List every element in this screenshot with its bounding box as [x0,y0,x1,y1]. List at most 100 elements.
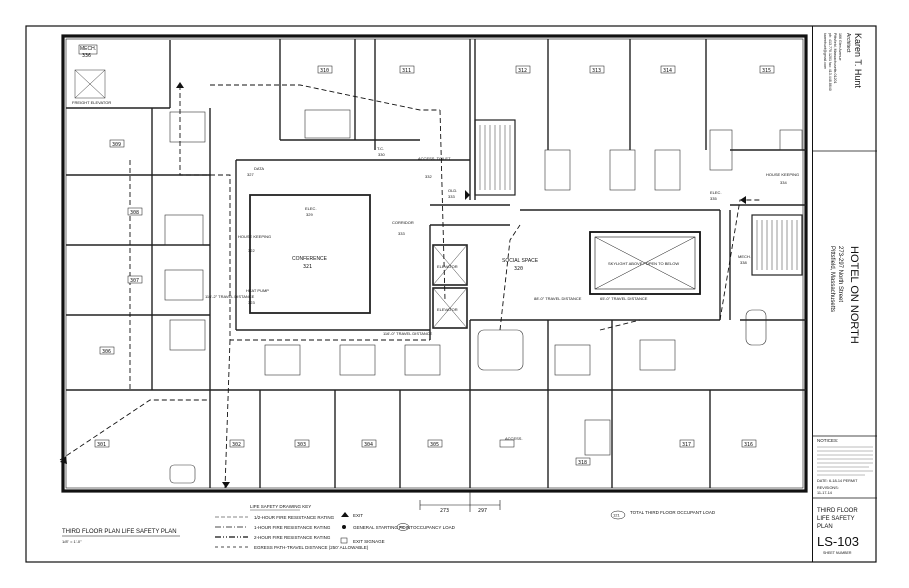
column-marks: 273 297 [440,508,487,514]
drawing-title: THIRD FLOOR PLAN LIFE SAFETY PLAN [62,529,177,535]
room-heatpump-number: 323 [248,300,255,305]
room-social-number: 320 [514,266,523,272]
legend-item-one-hour: 1-HOUR FIRE RESISTANCE RATING [254,525,331,530]
sheet-number-label: SHEET NUMBER [823,551,852,555]
column-mark-297: 297 [478,508,487,514]
sheet-border [25,25,877,563]
room-tc-label: T.C. [377,146,384,151]
room-labels: MECH. 336 FREIGHT ELEVATOR 310 311 312 3… [72,46,799,466]
room-mech-label: MECH. [80,46,96,52]
room-314-number: 314 [663,68,672,74]
room-308-number: 308 [130,210,139,216]
room-housekeeping2-label: HOUSE KEEPING [766,172,799,177]
room-elec2-label: ELEC. [710,190,722,195]
sheet-number: LS-103 [817,534,859,549]
legend-item-half-hour: 1/2-HOUR FIRE RESISTANCE RATING [254,515,335,520]
notices-text-lines [817,446,873,476]
skylight-opening [589,231,701,295]
room-old-number: 333 [448,194,455,199]
room-access-label: ACCESS. [505,436,523,441]
legend-item-exit: EXIT [353,513,363,518]
column-dimension [419,491,501,512]
legend-item-two-hour: 2-HOUR FIRE RESISTANCE RATING [254,535,331,540]
project-address: 273-297 North Street [837,246,843,302]
room-307-number: 307 [130,278,139,284]
room-housekeeping-number: 322 [248,248,255,253]
travel-distance-3: 88'-0" TRAVEL DISTANCE [534,296,582,301]
travel-distance-2: 116'-0" TRAVEL DISTANCE [383,331,433,336]
legend-heading: LIFE SAFETY DRAWING KEY [250,504,311,509]
room-corridor-number: 333 [398,231,405,236]
elevator-1-label: ELEVATOR [437,264,458,269]
room-310-number: 310 [320,68,329,74]
freight-elevator-label: FREIGHT ELEVATOR [72,100,111,105]
room-conference-label: CONFERENCE [292,256,328,262]
column-mark-273: 273 [440,508,449,514]
room-mech2-number: 338 [740,260,747,265]
legend-item-exit-signage: EXIT SIGNAGE [353,539,385,544]
room-housekeeping2-number: 334 [780,180,787,185]
legend-occupancy-tag: XX [399,525,405,530]
architect-address-1: 166 Glen Avenue [838,33,842,61]
room-old-label: OLD. [448,188,457,193]
legend-item-general-starting-point: GENERAL STARTING POINT [353,525,413,530]
total-occupancy-note: TOTAL THIRD FLOOR OCCUPANT LOAD [630,510,716,515]
room-mech2-label: MECH. [738,254,751,259]
building-outline [61,34,808,493]
travel-distance-1: 116'-2" TRAVEL DISTANCE [205,294,255,299]
room-303-number: 303 [297,442,306,448]
stair-treads [479,125,798,270]
sheet-title-line-1: THIRD FLOOR [817,508,858,514]
room-306-number: 306 [102,349,111,355]
room-304-number: 304 [364,442,373,448]
room-social-label: SOCIAL SPACE [502,258,539,264]
room-316-number: 316 [744,442,753,448]
project-city: Pittsfield, Massachusetts [829,246,835,312]
skylight-label: SKYLIGHT ABOVE / OPEN TO BELOW [608,261,679,266]
drawing-scale: 1/8" = 1'-0" [62,539,82,544]
notices-heading: NOTICES: [817,438,838,443]
room-305-number: 305 [430,442,439,448]
sheet-title-line-3: PLAN [817,524,833,530]
room-corridor-label: CORRIDOR [392,220,414,225]
room-311-number: 311 [402,68,411,74]
travel-distance-4: 65'-0" TRAVEL DISTANCE [600,296,648,301]
room-toilet-label: ACCESS. TOILET [418,156,451,161]
room-313-number: 313 [592,68,601,74]
drawing-title-block: THIRD FLOOR PLAN LIFE SAFETY PLAN 1/8" =… [62,529,180,544]
room-mech-number: 336 [82,53,91,59]
architect-name: Karen T. Hunt [853,33,863,88]
date-line: DATE: 6-18-14 PERMIT [817,479,858,483]
room-tags [78,44,775,466]
room-elec-label: ELEC. [305,206,317,211]
exit-arrows [60,82,746,488]
room-317-number: 317 [682,442,691,448]
bathroom-fixtures [164,109,803,484]
room-302-number: 302 [232,442,241,448]
room-elec-number: 329 [306,212,313,217]
room-toilet-number: 332 [425,174,432,179]
architect-address-4: karenhunt@gmail.com [823,33,827,69]
room-tc-number: 330 [378,152,385,157]
room-315-number: 315 [762,68,771,74]
elevator-2-label: ELEVATOR [437,307,458,312]
room-309-number: 309 [112,142,121,148]
revision-date: 11-17-14 [817,491,832,495]
room-conference-number: 321 [303,264,312,270]
sheet-title-line-2: LIFE SAFETY [817,516,855,522]
room-318-number: 318 [578,460,587,466]
room-301-number: 301 [97,442,106,448]
total-occupancy-value: 121 [613,513,620,518]
room-312-number: 312 [518,68,527,74]
title-block: Karen T. Hunt Architect 166 Glen Avenue … [812,26,877,562]
legend-item-occupancy-load: OCCUPANCY LOAD [413,525,456,530]
room-data-label: DATA [254,166,264,171]
life-safety-legend: LIFE SAFETY DRAWING KEY 1/2-HOUR FIRE RE… [215,504,716,550]
travel-distance-notes: 116'-2" TRAVEL DISTANCE 116'-0" TRAVEL D… [205,294,648,336]
architect-address-2: Pittsfield, Massachusetts 01201 [833,33,837,84]
title-block-graphics: Karen T. Hunt Architect 166 Glen Avenue … [813,33,877,555]
architect-title: Architect [845,33,851,53]
elevator-shafts [74,69,468,329]
legend-item-egress-path: EGRESS PATH-TRAVEL DISTANCE (250' ALLOWA… [254,545,369,550]
